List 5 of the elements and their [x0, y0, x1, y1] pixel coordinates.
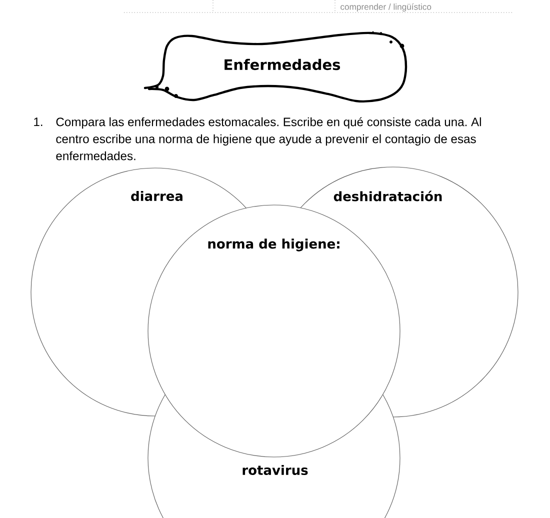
skill-label: comprender / lingüístico: [340, 3, 432, 12]
instruction-text: Compara las enfermedades estomacales. Escribe en qué consiste cada una. Al centro escribe una norma de higiene que ayude a prevenir el contagio de esas enfermedades.: [56, 117, 481, 160]
title-bubble: Enfermedades: [144, 31, 408, 102]
item-number: 1.: [34, 118, 42, 126]
node-label: rotavirus: [242, 464, 308, 476]
